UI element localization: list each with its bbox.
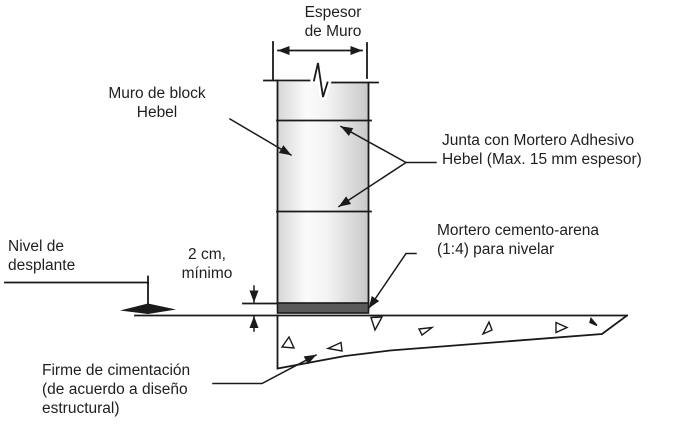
leveling-mortar-strip — [276, 302, 370, 314]
level-flag — [120, 303, 176, 314]
aggregate-triangle — [325, 341, 343, 352]
foundation-outline — [276, 314, 629, 370]
wall-fill — [278, 82, 368, 303]
wall-label: Muro de block Hebel — [108, 85, 206, 121]
hebel-block-wall — [263, 59, 379, 314]
joint-label: Junta con Mortero Adhesivo Hebel (Max. 1… — [442, 132, 642, 168]
level-datum-symbol — [4, 275, 176, 314]
aggregate-triangle — [280, 335, 296, 349]
foundation-slab — [276, 314, 629, 370]
wall-thickness-dimension — [272, 41, 368, 80]
wall-thickness-label: Espesor de Muro — [304, 4, 362, 40]
aggregate-triangle — [555, 321, 569, 334]
level-label: Nivel de desplante — [8, 238, 76, 274]
foundation-label: Firme de cimentación (de acuerdo a diseñ… — [42, 362, 191, 417]
min-gap-dimension — [242, 285, 278, 332]
aggregate-triangle — [417, 326, 435, 337]
aggregate-triangle — [370, 316, 384, 332]
aggregate-triangles — [280, 316, 598, 352]
break-symbol — [312, 62, 329, 98]
foundation-leader — [212, 353, 318, 385]
aggregate-triangle — [589, 317, 598, 327]
joint-leader-lower — [337, 161, 408, 208]
aggregate-triangle — [481, 320, 493, 336]
min-gap-label: 2 cm, mínimo — [181, 246, 233, 282]
leader-lines — [212, 117, 437, 385]
leveling-mortar-label: Mortero cemento-arena (1:4) para nivelar — [437, 222, 599, 258]
wall-label-arrow — [228, 117, 293, 157]
mortar-leader — [367, 252, 417, 310]
